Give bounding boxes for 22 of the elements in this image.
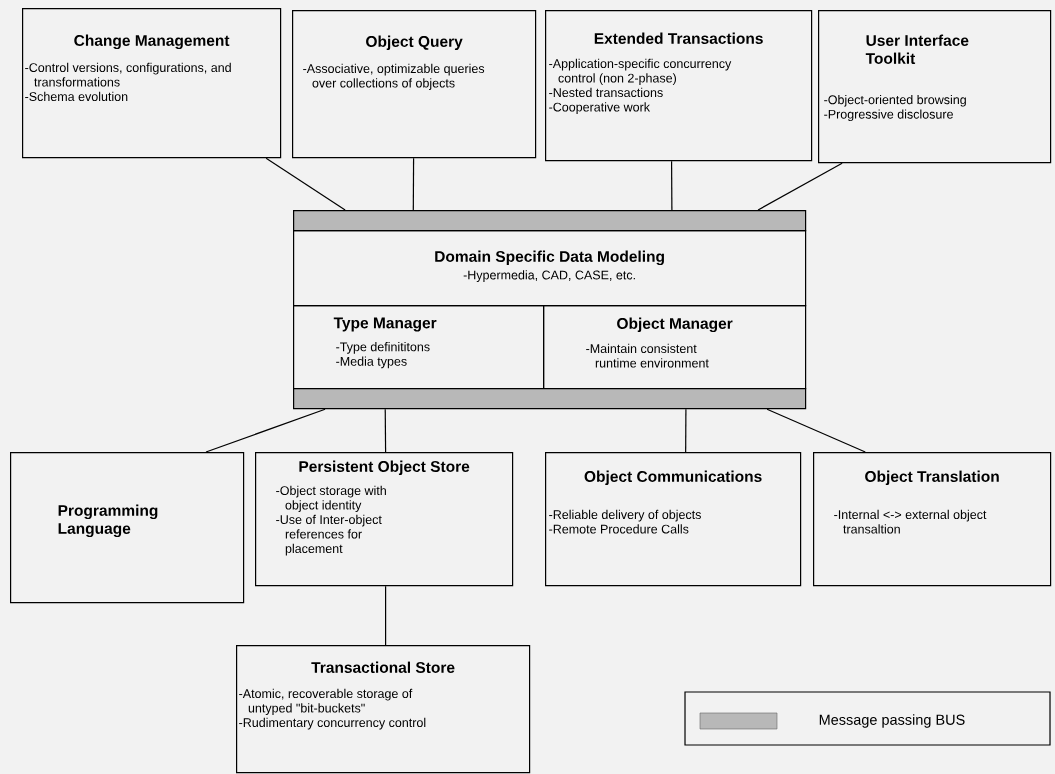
connector-line — [671, 160, 673, 211]
legend-label: Message passing BUS — [819, 714, 965, 728]
connector-line — [766, 408, 866, 453]
component-box: Domain Specific Data Modeling -Hypermedia, CAD, CASE, etc. — [293, 230, 807, 307]
connector-line — [265, 157, 346, 211]
connector-line — [384, 408, 387, 453]
connector-line — [412, 157, 415, 211]
component-box: Programming Language — [10, 452, 245, 604]
component-box: Transactional Store -Atomic, recoverable storage of untyped "bit-buckets" -Rudimentary concurrency control — [236, 645, 531, 774]
component-box: Object Translation -Internal <-> external object transaltion — [813, 452, 1052, 587]
connector-line — [685, 408, 687, 453]
component-box: Object Query -Associative, optimizable queries over collections of objects — [292, 10, 537, 159]
component-box: Persistent Object Store -Object storage with object identity -Use of Inter-object references for placement — [255, 452, 514, 587]
connector-line — [205, 408, 326, 453]
bus-bar — [293, 388, 807, 410]
component-box: User Interface Toolkit -Object-oriented browsing -Progressive disclosure — [818, 10, 1052, 164]
connector-line — [757, 162, 843, 211]
bus-bar — [293, 210, 807, 232]
component-box: Change Management -Control versions, configurations, and transformations -Schema evolution — [22, 8, 282, 159]
component-box: Extended Transactions -Application-specific concurrency control (non 2-phase) -Nested transactions -Cooperative work — [545, 10, 813, 162]
connector-line — [385, 585, 387, 646]
component-box: Object Communications -Reliable delivery of objects -Remote Procedure Calls — [545, 452, 802, 587]
